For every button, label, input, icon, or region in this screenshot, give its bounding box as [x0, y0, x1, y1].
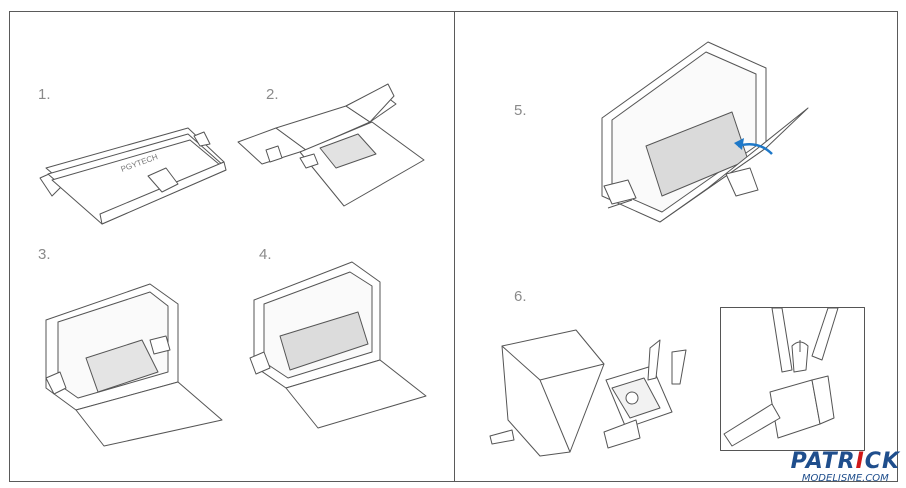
step3-hood-open [45, 283, 223, 447]
step4-hood-screen [249, 261, 427, 429]
step-2-label: 2. [266, 86, 279, 103]
step-5-label: 5. [514, 102, 527, 119]
insert-arrow-head [734, 138, 744, 150]
step-3-label: 3. [38, 246, 51, 263]
step6-mounted-controller [489, 329, 687, 457]
step1-folded-hood: PGYTECH [39, 127, 227, 225]
watermark-logo: PATRICK MODELISME.COM [791, 451, 900, 484]
step-1-label: 1. [38, 86, 51, 103]
step5-insert-phone [601, 41, 809, 223]
step-6-label: 6. [514, 288, 527, 305]
watermark-line1: PATRICK [791, 451, 900, 473]
watermark-part-b: I [855, 449, 865, 474]
watermark-line2: MODELISME.COM [801, 473, 889, 484]
step2-unfolding-hood [237, 83, 425, 207]
watermark-part-a: PATR [790, 449, 856, 474]
step-4-label: 4. [259, 246, 272, 263]
panel-frame [9, 11, 898, 482]
watermark-part-c: CK [864, 449, 900, 474]
step6-detail-inset [720, 307, 865, 451]
